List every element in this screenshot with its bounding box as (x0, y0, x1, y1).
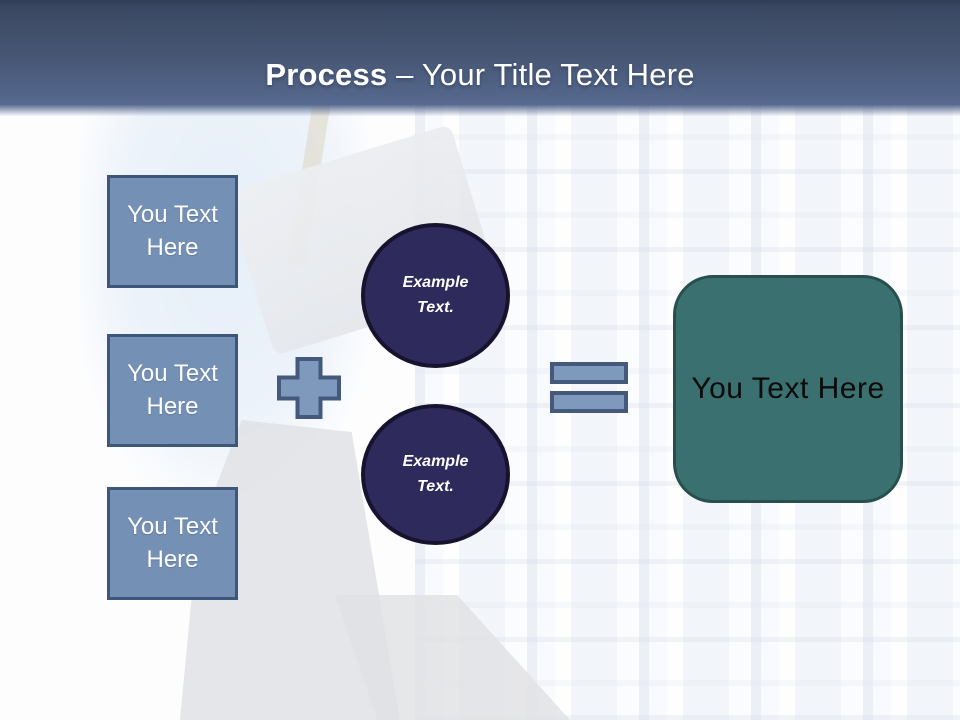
example-circle-2[interactable]: Example Text. (361, 404, 510, 545)
equals-icon[interactable] (550, 362, 628, 419)
box-1-label: You Text Here (127, 201, 218, 261)
header-band: Process – Your Title Text Here (0, 0, 960, 120)
box-2-label: You Text Here (127, 360, 218, 420)
slide-title-bold: Process (265, 57, 388, 92)
slide-title-rest: – Your Title Text Here (387, 57, 695, 92)
text-placeholder-box-3[interactable]: You Text Here (107, 487, 238, 600)
text-placeholder-box-1[interactable]: You Text Here (107, 175, 238, 288)
text-placeholder-box-2[interactable]: You Text Here (107, 334, 238, 447)
plus-icon[interactable] (277, 357, 341, 424)
result-placeholder-box[interactable]: You Text Here (673, 275, 903, 503)
example-circle-1[interactable]: Example Text. (361, 223, 510, 368)
slide-title[interactable]: Process – Your Title Text Here (0, 57, 960, 92)
circle-1-label: Example Text. (402, 273, 469, 316)
result-label: You Text Here (691, 372, 885, 405)
circle-2-label: Example Text. (402, 452, 469, 495)
box-3-label: You Text Here (127, 513, 218, 573)
